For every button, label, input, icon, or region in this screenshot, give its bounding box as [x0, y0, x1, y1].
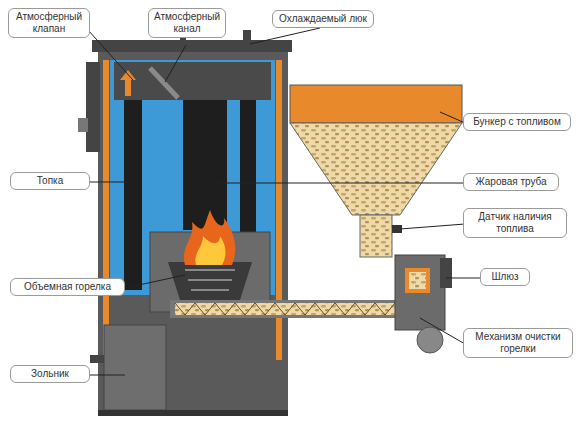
top-chamber [114, 62, 271, 100]
fire-tube [183, 100, 227, 230]
callout-box: Датчик наличия топлива [463, 208, 567, 238]
lock-window [405, 268, 430, 293]
burner-bowl [168, 262, 252, 300]
callout-label: Атмосферный канал [153, 11, 221, 35]
callout-label: Охлаждаемый люк [277, 13, 369, 25]
callout-box: Топка [10, 172, 90, 190]
leader-line [220, 183, 465, 184]
callout-label: Механизм очистки горелки [468, 331, 568, 355]
boiler-casing [98, 48, 288, 415]
leader-line [440, 112, 465, 123]
leader-line [125, 275, 185, 288]
auger-screw [175, 303, 425, 315]
hopper-lid [290, 85, 462, 123]
ash-pan-handle [90, 355, 104, 363]
gearbox [440, 258, 452, 288]
hopper-funnel [290, 123, 462, 215]
flame-core [195, 236, 225, 265]
auger-pellets [175, 303, 430, 315]
valve-housing [86, 62, 100, 152]
callout-label: Бункер с топливом [468, 116, 566, 128]
leader-line [400, 224, 465, 229]
leader-line [446, 278, 480, 279]
leader-line [250, 28, 320, 44]
insulation-stripe [103, 60, 109, 360]
callout-label: Топка [15, 175, 85, 187]
callout-box: Объемная горелка [10, 278, 125, 296]
top-plate [92, 40, 292, 52]
callout-box: Зольник [10, 365, 90, 383]
valve-lever [78, 118, 88, 132]
atmospheric-channel [150, 68, 178, 98]
callout-box: Бункер с топливом [463, 113, 571, 131]
callout-box: Механизм очистки горелки [463, 328, 573, 358]
callout-label: Датчик наличия топлива [468, 211, 562, 235]
burner-grate [185, 270, 235, 290]
ash-pan [104, 325, 166, 410]
cleaning-motor [417, 327, 443, 353]
leader-line [420, 318, 465, 344]
hatch-handle [243, 30, 251, 42]
callout-label: Атмосферный клапан [13, 11, 85, 35]
fire-tube [124, 100, 142, 290]
leader-line [165, 45, 186, 82]
callout-box: Атмосферный клапан [8, 8, 90, 38]
leader-line [90, 182, 132, 183]
lock-pellets [409, 272, 426, 289]
callout-label: Зольник [15, 368, 85, 380]
callout-label: Жаровая труба [468, 176, 554, 188]
leader-line [90, 375, 125, 376]
callout-label: Объемная горелка [15, 281, 120, 293]
hopper-neck [360, 215, 392, 257]
callout-box: Атмосферный канал [148, 8, 226, 38]
lock-body [395, 255, 445, 330]
leader-line [88, 30, 133, 80]
callout-box: Шлюз [480, 268, 530, 286]
callout-box: Охлаждаемый люк [272, 10, 374, 28]
callout-label: Шлюз [485, 271, 525, 283]
callout-box: Жаровая труба [463, 173, 559, 191]
boiler-foot [98, 410, 288, 416]
flame [184, 210, 235, 265]
